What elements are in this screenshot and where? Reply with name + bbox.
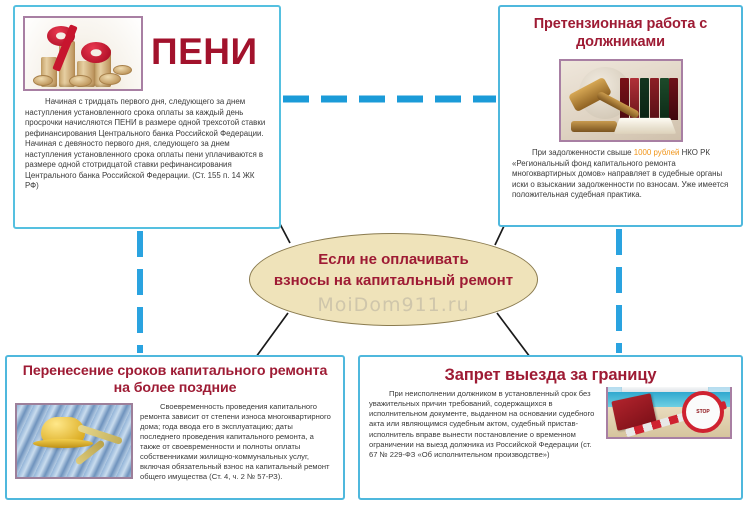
central-topic-oval: Если не оплачивать взносы на капитальный… (249, 233, 538, 326)
defer-body: Своевременность проведения капитального … (15, 402, 335, 483)
peni-body: Начиная с тридцать первого дня, следующе… (15, 93, 279, 192)
peni-body-text: Начиная с тридцать первого дня, следующе… (25, 97, 266, 190)
oval-line-2: взносы на капитальный ремонт (273, 271, 514, 289)
ban-body: При неисполнении должником в установленн… (369, 389, 732, 460)
peni-header: ПЕНИ (15, 7, 279, 93)
defer-body-text: Своевременность проведения капитального … (140, 401, 331, 482)
cruise-ship-passport-stop-sign-photo: STOP (606, 387, 732, 440)
gavel-and-law-books-photo (558, 59, 683, 143)
ban-body-text: При неисполнении должником в установленн… (369, 389, 595, 459)
claim-body-part2: НКО РК «Региональный фонд капитального р… (512, 148, 729, 200)
hard-hat-and-pipes-photo (15, 402, 133, 479)
card-peni: ПЕНИ Начиная с тридцать первого дня, сле… (13, 5, 281, 229)
coins-and-percent-sign-photo (23, 16, 143, 91)
oval-line-1: Если не оплачивать (318, 251, 469, 268)
defer-content: Своевременность проведения капитального … (7, 400, 343, 483)
claim-photo-wrap (500, 59, 741, 143)
defer-title: Перенесение сроков капитального ремонта … (22, 363, 328, 397)
card-travel-ban: Запрет выезда за границу STOP При неиспо… (358, 355, 743, 500)
peni-title: ПЕНИ (151, 31, 258, 72)
card-claim-work: Претензионная работа с должниками При за… (498, 5, 743, 227)
claim-body: При задолженности свыше 1000 рублей НКО … (500, 142, 741, 201)
ban-title: Запрет выезда за границу (444, 366, 657, 384)
stop-sign-icon: STOP (682, 391, 724, 434)
watermark-text: MoiDom911.ru (317, 294, 470, 317)
claim-amount-highlight: 1000 рублей (633, 148, 680, 158)
ban-content: STOP При неисполнении должником в устано… (360, 387, 741, 460)
spoke-oval-to-defer (255, 312, 289, 358)
claim-body-part1: При задолженности свыше (532, 148, 634, 158)
spoke-oval-to-ban (496, 312, 531, 358)
claim-title: Претензионная работа с должниками (533, 16, 708, 50)
card-deferred-repair: Перенесение сроков капитального ремонта … (5, 355, 345, 500)
